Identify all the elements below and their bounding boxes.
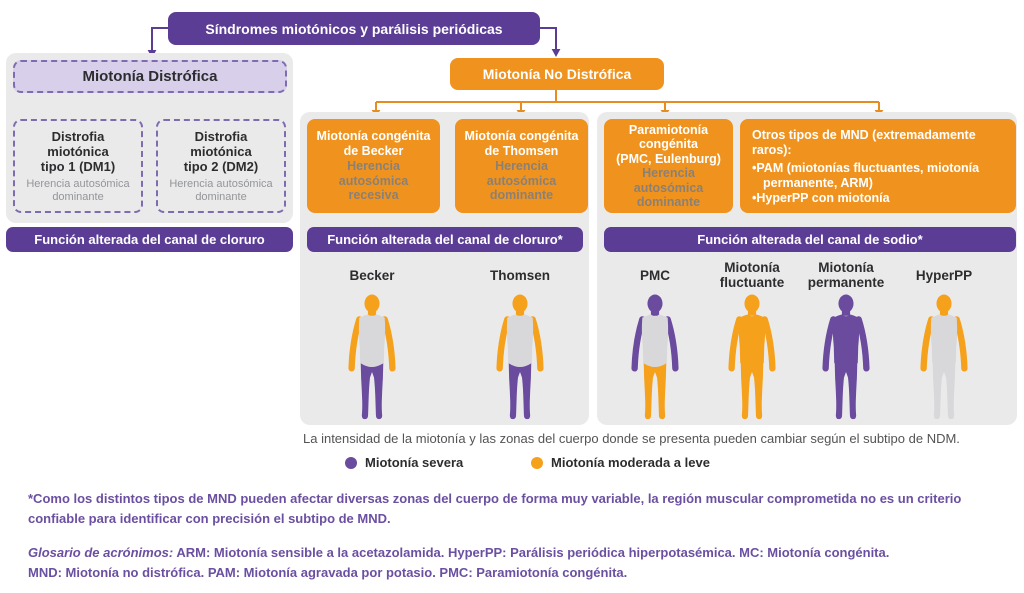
no-distrofica-node: Miotonía No Distrófica xyxy=(450,58,664,90)
body-figure: PMC xyxy=(605,256,705,421)
figure-label: HyperPP xyxy=(915,267,973,283)
figure-label: PMC xyxy=(640,267,670,283)
body-figure: Thomsen xyxy=(470,256,570,421)
glossary-prefix: Glosario de acrónimos: xyxy=(28,545,174,560)
body-silhouette xyxy=(728,294,776,420)
figure-label: Thomsen xyxy=(489,267,550,283)
body-silhouette xyxy=(822,294,870,420)
root-node-title: Síndromes miotónicos y parálisis periódi… xyxy=(168,12,540,45)
legend-item-severe: Miotonía severa xyxy=(345,455,463,470)
body-figure: HyperPP xyxy=(894,256,994,421)
chloride-function-bar-dystrophic: Función alterada del canal de cloruro xyxy=(6,227,293,252)
intensity-caption: La intensidad de la miotonía y las zonas… xyxy=(303,431,960,446)
other-mnd-node: Otros tipos de MND (extremadamente raros… xyxy=(740,119,1016,213)
glossary-line-1: Glosario de acrónimos: ARM: Miotonía sen… xyxy=(28,543,1018,563)
moderate-dot-icon xyxy=(531,456,543,469)
legend-label-moderate: Miotonía moderada a leve xyxy=(551,455,710,470)
body-silhouette xyxy=(920,294,968,420)
figure-label: Becker xyxy=(349,267,395,283)
distrofica-node: Miotonía Distrófica xyxy=(13,60,287,93)
body-figure: Becker xyxy=(322,256,422,421)
chloride-function-bar: Función alterada del canal de cloruro* xyxy=(307,227,583,252)
glossary-line-1-text: ARM: Miotonía sensible a la acetazolamid… xyxy=(176,545,890,560)
legend-item-moderate: Miotonía moderada a leve xyxy=(531,455,710,470)
legend-label-severe: Miotonía severa xyxy=(365,455,464,470)
body-silhouette xyxy=(348,294,396,420)
glossary-line-2: MND: Miotonía no distrófica. PAM: Mioton… xyxy=(28,565,628,580)
other-mnd-title: Otros tipos de MND (extremadamente raros… xyxy=(752,128,976,157)
no-distrofica-title: Miotonía No Distrófica xyxy=(482,65,632,82)
footnote: *Como los distintos tipos de MND pueden … xyxy=(28,491,962,526)
severe-dot-icon xyxy=(345,456,357,469)
body-silhouette xyxy=(496,294,544,420)
sodium-function-bar: Función alterada del canal de sodio* xyxy=(604,227,1016,252)
body-silhouette xyxy=(631,294,679,420)
other-mnd-bullets: PAM (miotonías fluctuantes, miotonía per… xyxy=(752,161,1004,206)
glossary: Glosario de acrónimos: ARM: Miotonía sen… xyxy=(28,543,1018,583)
